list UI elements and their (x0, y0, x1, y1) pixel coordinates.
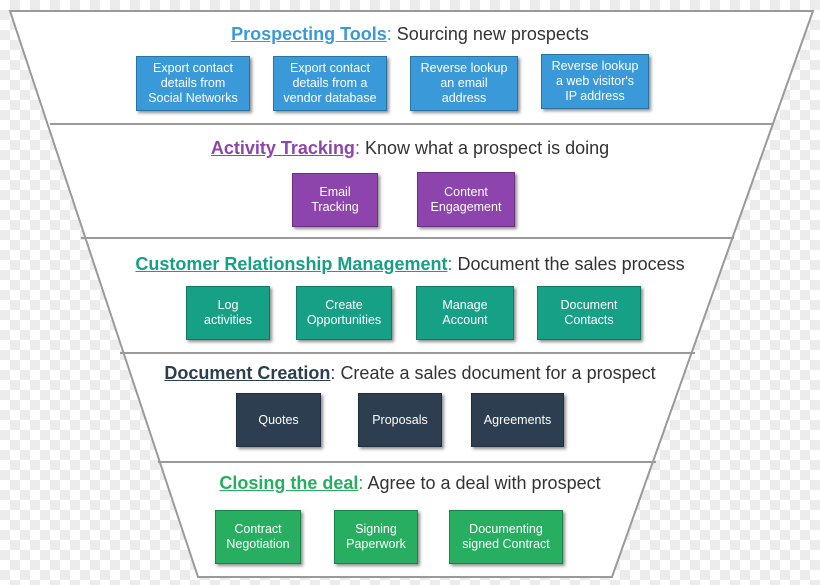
box-content-engagement: Content Engagement (417, 172, 515, 227)
stage-title-activity: Activity Tracking: Know what a prospect … (0, 137, 820, 159)
stage-description: Document the sales process (457, 254, 685, 274)
box-quotes: Quotes (236, 393, 321, 447)
stage-description: Create a sales document for a prospect (340, 363, 656, 383)
stage-title-crm: Customer Relationship Management: Docume… (0, 253, 820, 275)
box-reverse-email: Reverse lookup an email address (410, 56, 518, 111)
stage-description: Agree to a deal with prospect (367, 473, 601, 493)
stage-heading: Document Creation (164, 363, 331, 383)
box-manage-account: Manage Account (416, 286, 514, 340)
stage-colon: : (354, 138, 360, 158)
stage-heading: Customer Relationship Management (135, 254, 448, 274)
box-proposals: Proposals (358, 393, 442, 447)
box-document-contacts: Document Contacts (537, 286, 641, 340)
box-export-vendor: Export contact details from a vendor dat… (273, 56, 387, 111)
stage-colon: : (358, 473, 364, 493)
stage-title-document: Document Creation: Create a sales docume… (0, 362, 820, 384)
stage-heading: Prospecting Tools (231, 24, 387, 44)
stage-title-prospecting: Prospecting Tools: Sourcing new prospect… (0, 23, 820, 45)
stage-description: Know what a prospect is doing (364, 138, 610, 158)
box-documenting-contract: Documenting signed Contract (449, 510, 563, 564)
box-email-tracking: Email Tracking (292, 173, 378, 227)
box-reverse-ip: Reverse lookup a web visitor's IP addres… (541, 54, 649, 109)
stage-description: Sourcing new prospects (396, 24, 589, 44)
stage-colon: : (386, 24, 392, 44)
box-signing-paperwork: Signing Paperwork (334, 510, 418, 564)
box-create-opportunities: Create Opportunities (296, 286, 392, 340)
stage-colon: : (447, 254, 453, 274)
box-agreements: Agreements (471, 393, 564, 447)
box-contract-negotiation: Contract Negotiation (215, 510, 301, 564)
box-export-social: Export contact details from Social Netwo… (136, 56, 250, 111)
stage-title-closing: Closing the deal: Agree to a deal with p… (0, 472, 820, 494)
stage-heading: Activity Tracking (210, 138, 355, 158)
stage-colon: : (330, 363, 336, 383)
box-log-activities: Log activities (186, 286, 270, 340)
stage-heading: Closing the deal (219, 473, 359, 493)
